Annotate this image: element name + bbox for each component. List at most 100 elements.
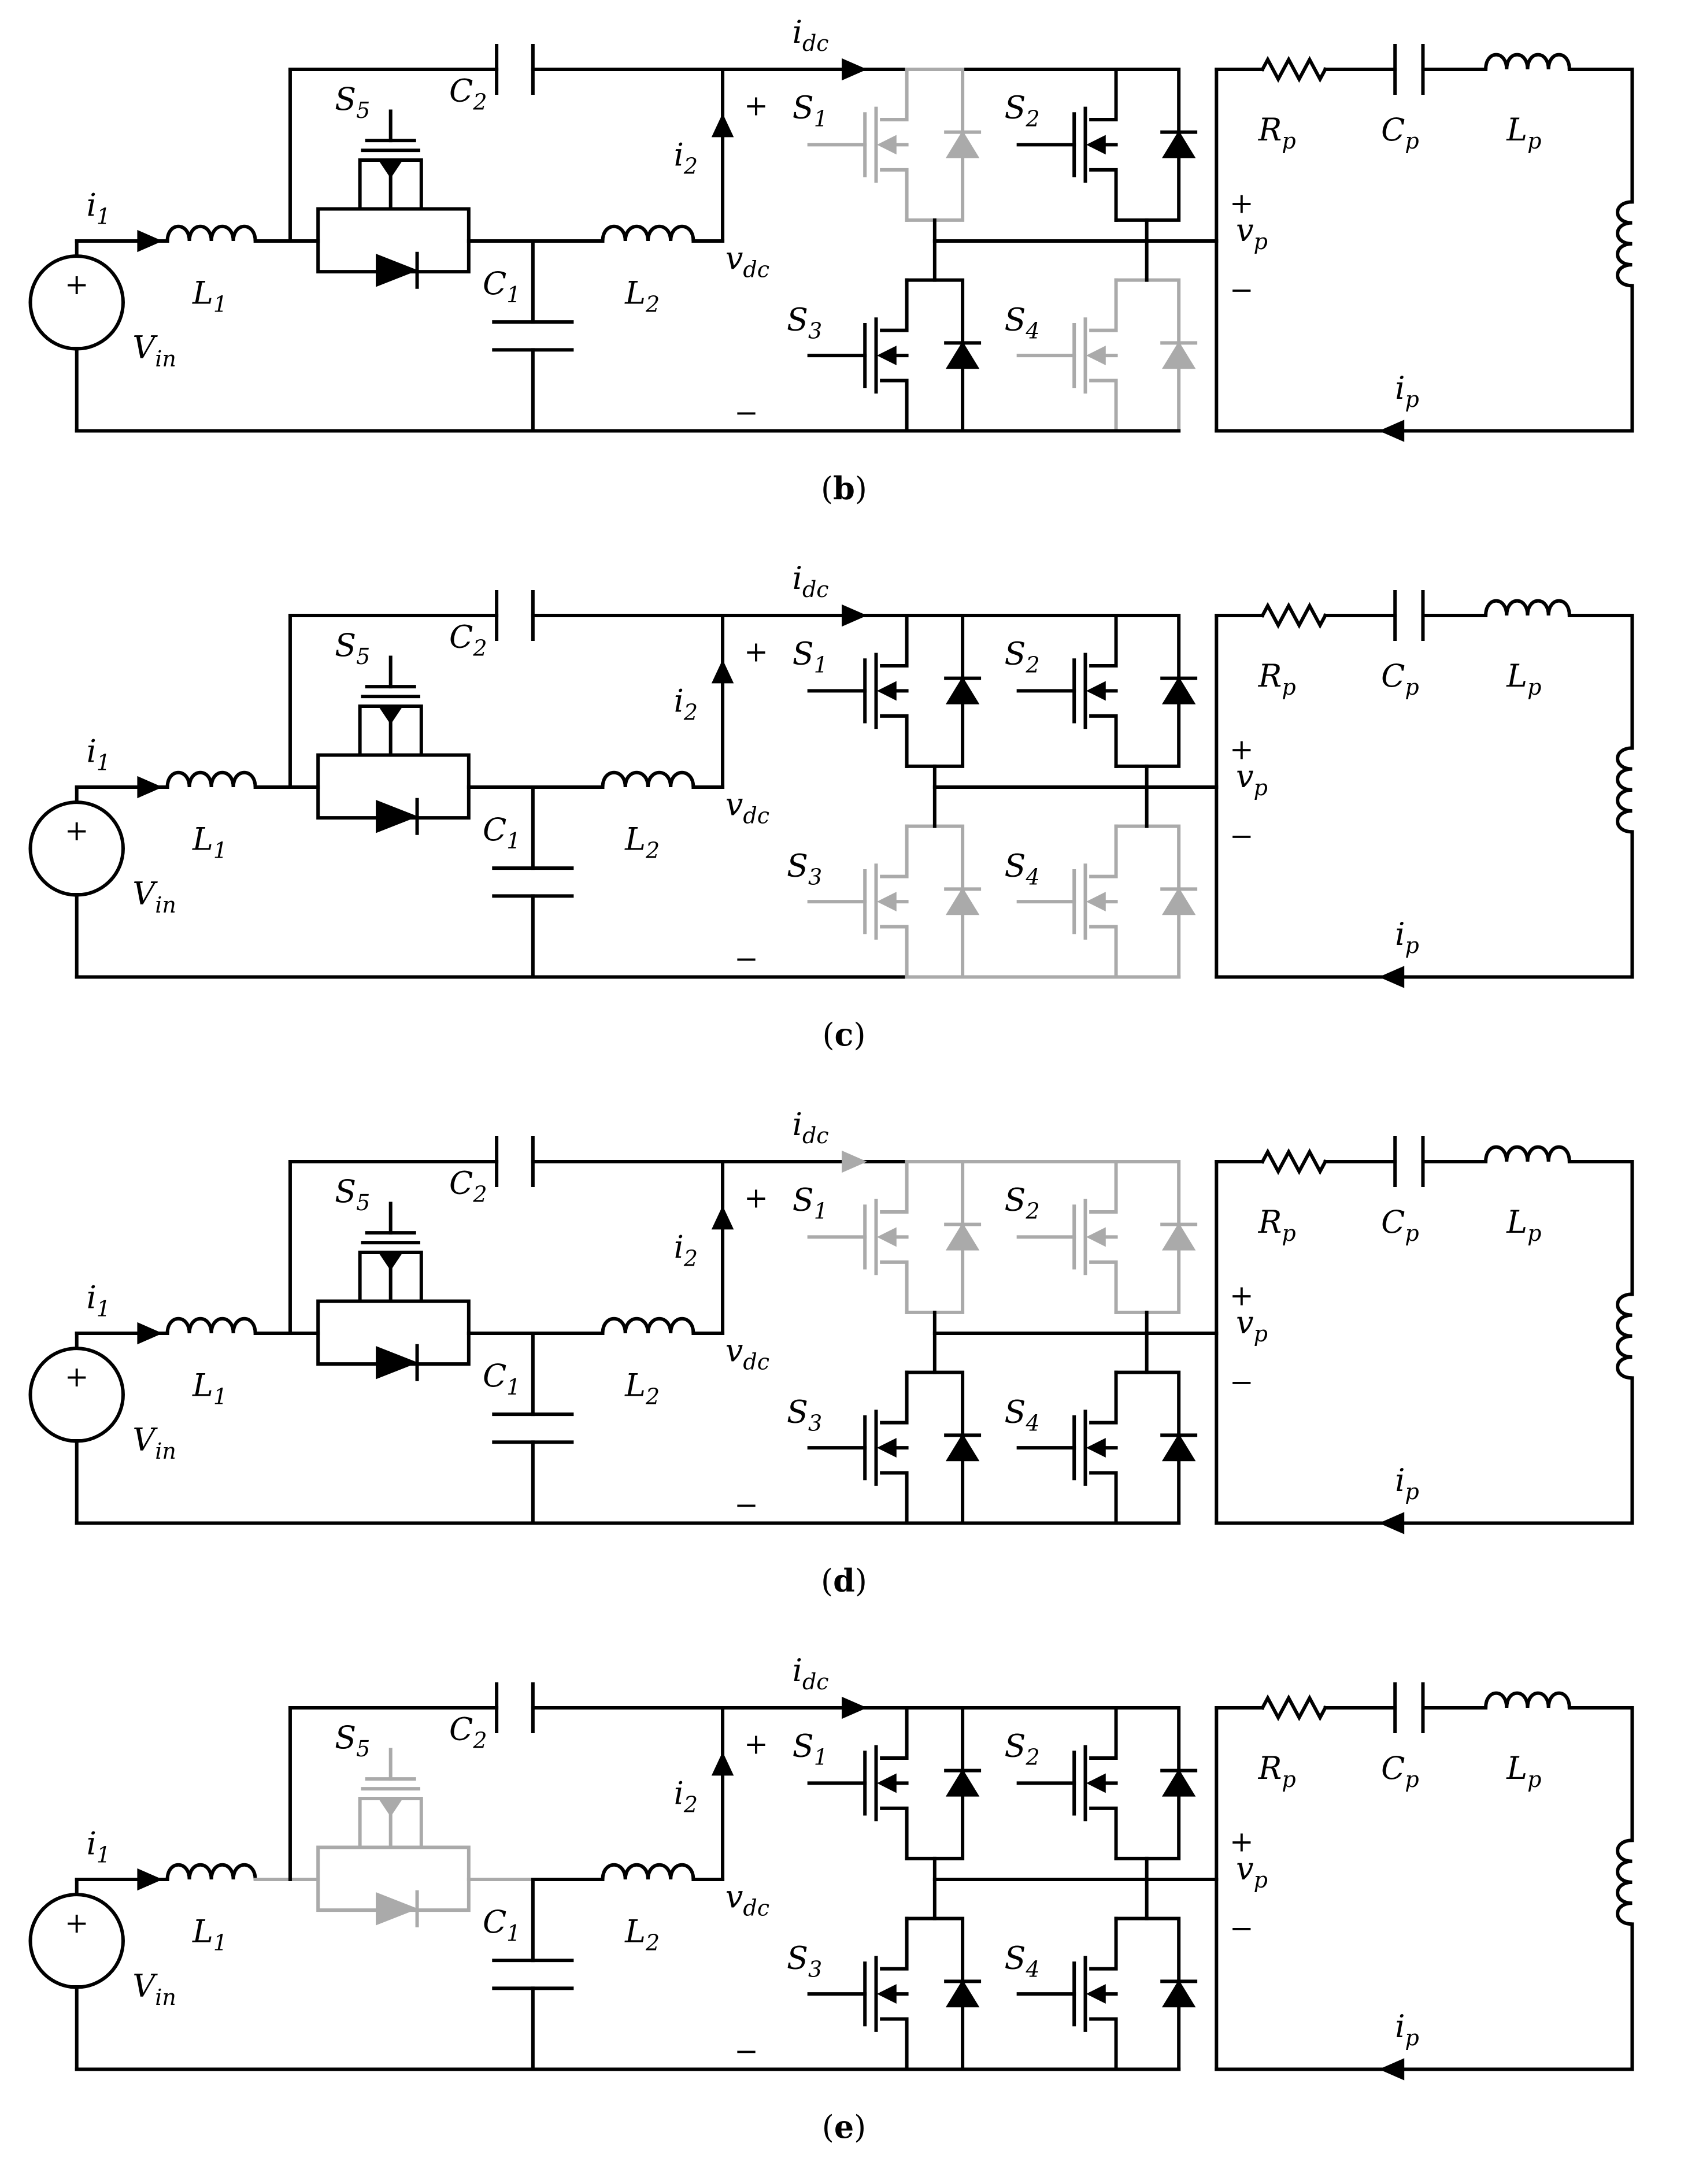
label-s3: S3	[787, 1394, 822, 1436]
switch-s3	[876, 346, 897, 365]
inductor-l2	[601, 1317, 695, 1334]
label-rp: Rp	[1258, 1750, 1296, 1792]
label-s4: S4	[1005, 848, 1040, 890]
label-idc: idc	[793, 14, 829, 56]
label-i1: i1	[87, 733, 110, 776]
label-s5: S5	[335, 81, 370, 123]
inductor-lp	[1484, 599, 1571, 616]
switch-s2	[1114, 68, 1181, 222]
switch-s3	[880, 278, 909, 332]
switch-s1	[880, 1160, 909, 1214]
label-ip: ip	[1395, 2008, 1419, 2050]
label-c2: C2	[449, 1711, 487, 1753]
label-c2: C2	[449, 73, 487, 115]
label-i2: i2	[674, 1775, 698, 1818]
label-c1: C1	[483, 265, 521, 307]
switch-s2	[1089, 714, 1118, 768]
label-l1: L1	[192, 275, 227, 317]
inductor-l2	[601, 770, 695, 788]
label-s4: S4	[1005, 302, 1040, 344]
label-vin: Vin	[132, 1422, 176, 1464]
switch-s4	[1089, 1916, 1118, 1971]
label-s3: S3	[787, 848, 822, 890]
panel-caption: (b)	[821, 470, 867, 507]
label-lp: Lp	[1506, 112, 1541, 154]
resistor-rp	[1260, 1148, 1328, 1176]
switch-s1	[880, 1260, 909, 1314]
switch-s2	[1086, 135, 1106, 155]
voltage-source-vin	[28, 1347, 125, 1443]
switch-s3	[945, 1433, 980, 1462]
inductor-l1	[165, 770, 257, 788]
switch-s3	[880, 1471, 909, 1525]
vdc-minus-sign: −	[734, 942, 758, 976]
label-idc: idc	[793, 1652, 829, 1694]
label-c1: C1	[483, 811, 521, 854]
coil-inductor	[1616, 1838, 1633, 1926]
switch-s1	[880, 714, 909, 768]
switch-s2	[1086, 681, 1106, 701]
inductor-l2	[601, 224, 695, 242]
source-plus-sign: +	[65, 1360, 89, 1393]
label-s5: S5	[335, 627, 370, 669]
switch-s4	[1114, 1916, 1181, 2071]
switch-s1	[945, 130, 980, 158]
label-vdc: vdc	[725, 786, 769, 828]
current-arrow-i2	[711, 1752, 734, 1776]
vdc-minus-sign: −	[734, 396, 758, 429]
switch-s5-diode	[376, 1892, 419, 1926]
switch-s4	[1114, 1370, 1181, 1525]
panel-caption: (c)	[822, 1016, 865, 1053]
label-l1: L1	[192, 821, 227, 863]
inductor-lp	[1484, 1691, 1571, 1708]
vdc-plus-sign: +	[744, 89, 768, 123]
inductor-l2	[601, 1863, 695, 1880]
switch-s1	[876, 1773, 897, 1793]
switch-s5-diode	[376, 1345, 419, 1380]
switch-s4	[1089, 1370, 1118, 1425]
switch-s2	[1089, 1806, 1118, 1860]
label-cp: Cp	[1381, 1204, 1419, 1246]
switch-s2	[1114, 614, 1181, 768]
label-s3: S3	[787, 302, 822, 344]
resistor-rp	[1260, 1694, 1328, 1722]
switch-s4	[1086, 892, 1106, 911]
label-ip: ip	[1395, 916, 1419, 958]
switch-s4	[1089, 925, 1118, 979]
resistor-rp	[1260, 602, 1328, 629]
label-i2: i2	[674, 683, 698, 725]
vp-minus-sign: −	[1230, 1365, 1254, 1399]
inductor-l1	[165, 1317, 257, 1334]
switch-s1	[880, 168, 909, 222]
label-l2: L2	[624, 1367, 660, 1410]
switch-s4	[1089, 278, 1118, 332]
label-lp: Lp	[1506, 1750, 1541, 1792]
label-i1: i1	[87, 1826, 110, 1868]
switch-s1	[880, 1706, 909, 1760]
label-s2: S2	[1005, 90, 1040, 132]
switch-s1	[880, 614, 909, 668]
label-ip: ip	[1395, 370, 1419, 412]
label-s2: S2	[1005, 1728, 1040, 1770]
label-vp: vp	[1236, 1304, 1268, 1347]
current-arrow-ip	[1379, 2058, 1405, 2081]
switch-s5-body-arrow	[377, 705, 404, 725]
label-cp: Cp	[1381, 112, 1419, 154]
label-vp: vp	[1236, 758, 1268, 800]
switch-s2	[1086, 1227, 1106, 1247]
switch-s4	[1086, 346, 1106, 365]
switch-s3	[880, 925, 909, 979]
label-s3: S3	[787, 1940, 822, 1982]
switch-s2	[1089, 1160, 1118, 1214]
switch-s3	[876, 892, 897, 911]
inductor-l1	[165, 224, 257, 242]
switch-s5-diode	[376, 799, 419, 833]
label-idc: idc	[793, 1106, 829, 1148]
label-s2: S2	[1005, 1182, 1040, 1224]
switch-s2	[1161, 1768, 1196, 1797]
switch-s4	[1086, 1984, 1106, 2004]
label-cp: Cp	[1381, 658, 1419, 700]
panel-caption: (d)	[821, 1562, 867, 1599]
switch-s3	[880, 1370, 909, 1425]
